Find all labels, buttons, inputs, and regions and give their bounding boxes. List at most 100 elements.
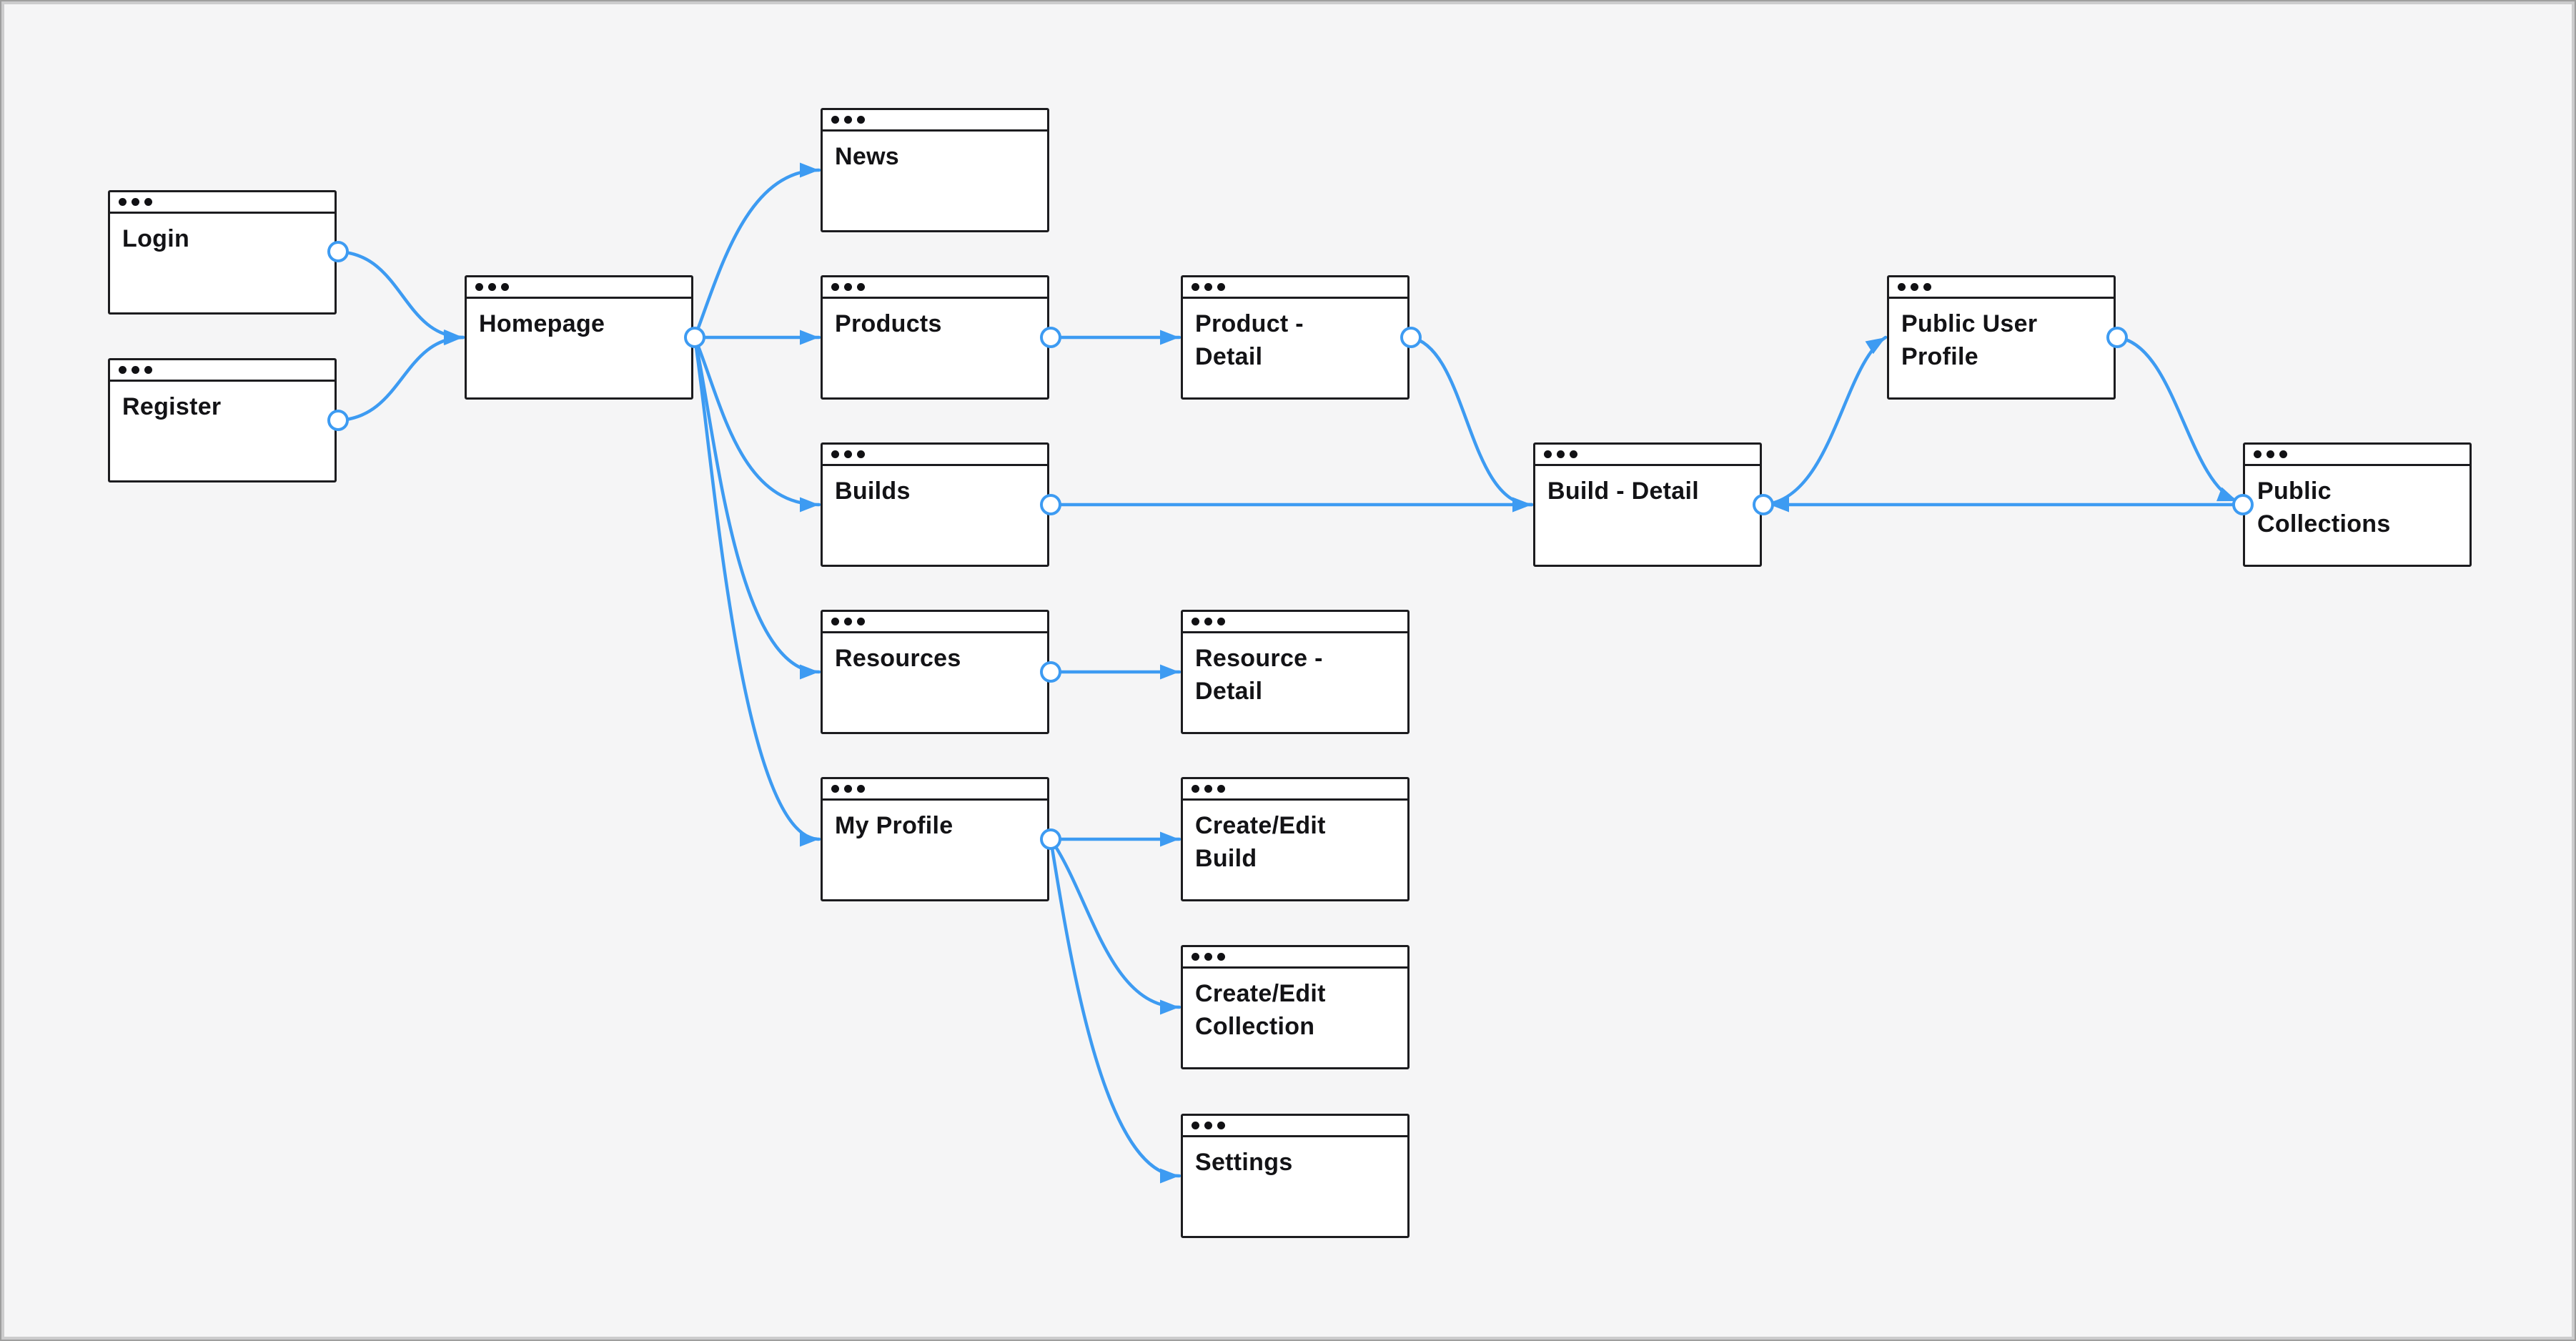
window-label-homepage: Homepage [479, 310, 605, 337]
titlebar-dot-icon [1557, 450, 1565, 458]
window-label-public-collections: Public Collections [2257, 477, 2391, 538]
window-titlebar [823, 277, 1047, 299]
titlebar-dot-icon [831, 283, 839, 291]
titlebar-dot-icon [1217, 618, 1225, 625]
window-label-products: Products [835, 310, 942, 337]
window-node-public-user-profile[interactable]: Public User Profile [1887, 275, 2116, 400]
titlebar-dot-icon [119, 198, 127, 206]
edge-register-homepage[interactable] [336, 335, 465, 422]
window-label-news: News [835, 143, 900, 170]
titlebar-dot-icon [132, 198, 139, 206]
arrowhead-resources-resourcedetail [1160, 664, 1179, 680]
titlebar-dot-icon [844, 618, 852, 625]
titlebar-dot-icon [1898, 283, 1906, 291]
window-label-build-detail: Build - Detail [1547, 477, 1699, 505]
window-titlebar [1889, 277, 2114, 299]
window-titlebar [110, 192, 335, 214]
titlebar-dot-icon [1204, 953, 1212, 961]
window-node-product-detail[interactable]: Product - Detail [1181, 275, 1410, 400]
window-node-create-edit-build[interactable]: Create/Edit Build [1181, 777, 1410, 901]
titlebar-dot-icon [831, 785, 839, 793]
titlebar-dot-icon [1204, 1122, 1212, 1129]
window-node-products[interactable]: Products [821, 275, 1049, 400]
connector-port-public-collections[interactable] [2232, 494, 2254, 515]
titlebar-dot-icon [1204, 785, 1212, 793]
titlebar-dot-icon [844, 450, 852, 458]
window-node-login[interactable]: Login [108, 190, 337, 315]
connector-port-my-profile[interactable] [1040, 828, 1061, 850]
titlebar-dot-icon [857, 618, 865, 625]
edge-productdetail-builddetail[interactable] [1409, 335, 1534, 507]
edge-homepage-builds[interactable] [693, 335, 821, 507]
titlebar-dot-icon [844, 116, 852, 124]
connector-port-build-detail[interactable] [1753, 494, 1774, 515]
window-label-login: Login [122, 225, 190, 252]
window-titlebar [823, 445, 1047, 466]
window-node-create-edit-collection[interactable]: Create/Edit Collection [1181, 945, 1410, 1069]
connector-port-public-user-profile[interactable] [2106, 327, 2128, 348]
window-titlebar [2245, 445, 2470, 466]
titlebar-dot-icon [831, 116, 839, 124]
arrowhead-myprofile-cebuild [1160, 831, 1179, 847]
connector-port-product-detail[interactable] [1400, 327, 1422, 348]
window-titlebar [1183, 277, 1407, 299]
window-node-register[interactable]: Register [108, 358, 337, 483]
window-node-my-profile[interactable]: My Profile [821, 777, 1049, 901]
window-node-build-detail[interactable]: Build - Detail [1533, 442, 1762, 567]
window-label-public-user-profile: Public User Profile [1901, 310, 2038, 370]
edge-homepage-myprofile[interactable] [693, 335, 821, 841]
titlebar-dot-icon [2254, 450, 2262, 458]
window-label-register: Register [122, 393, 222, 420]
titlebar-dot-icon [1217, 785, 1225, 793]
edge-pup-publiccollections[interactable] [2115, 335, 2239, 503]
titlebar-dot-icon [831, 618, 839, 625]
titlebar-dot-icon [501, 283, 509, 291]
window-titlebar [823, 110, 1047, 132]
arrowhead-myprofile-settings [1160, 1168, 1179, 1184]
window-node-resource-detail[interactable]: Resource - Detail [1181, 610, 1410, 734]
titlebar-dot-icon [844, 283, 852, 291]
edge-homepage-resources[interactable] [693, 335, 821, 674]
window-node-builds[interactable]: Builds [821, 442, 1049, 567]
titlebar-dot-icon [1570, 450, 1577, 458]
window-label-resource-detail: Resource - Detail [1195, 645, 1323, 705]
titlebar-dot-icon [1192, 618, 1199, 625]
titlebar-dot-icon [1544, 450, 1552, 458]
titlebar-dot-icon [488, 283, 496, 291]
arrowhead-products-productdetail [1160, 330, 1179, 345]
titlebar-dot-icon [144, 366, 152, 374]
window-node-public-collections[interactable]: Public Collections [2243, 442, 2472, 567]
edge-builddetail-pup[interactable] [1761, 335, 1888, 507]
connector-port-products[interactable] [1040, 327, 1061, 348]
window-titlebar [1183, 612, 1407, 633]
window-node-resources[interactable]: Resources [821, 610, 1049, 734]
titlebar-dot-icon [1192, 283, 1199, 291]
arrowhead-builds-builddetail [1512, 497, 1532, 513]
connector-port-register[interactable] [327, 410, 349, 431]
connector-port-login[interactable] [327, 241, 349, 262]
titlebar-dot-icon [831, 450, 839, 458]
titlebar-dot-icon [2279, 450, 2287, 458]
window-node-settings[interactable]: Settings [1181, 1114, 1410, 1238]
window-node-news[interactable]: News [821, 108, 1049, 232]
edge-myprofile-cecollection[interactable] [1049, 837, 1182, 1009]
edge-homepage-news[interactable] [693, 168, 821, 340]
titlebar-dot-icon [857, 116, 865, 124]
window-label-create-edit-collection: Create/Edit Collection [1195, 980, 1326, 1040]
edge-login-homepage[interactable] [336, 249, 465, 340]
titlebar-dot-icon [1192, 1122, 1199, 1129]
connector-port-builds[interactable] [1040, 494, 1061, 515]
titlebar-dot-icon [1204, 618, 1212, 625]
titlebar-dot-icon [844, 785, 852, 793]
connector-port-resources[interactable] [1040, 661, 1061, 683]
connector-port-homepage[interactable] [684, 327, 705, 348]
window-label-resources: Resources [835, 645, 961, 672]
titlebar-dot-icon [1192, 953, 1199, 961]
titlebar-dot-icon [857, 283, 865, 291]
window-label-product-detail: Product - Detail [1195, 310, 1304, 370]
titlebar-dot-icon [1217, 283, 1225, 291]
window-titlebar [1535, 445, 1760, 466]
edge-myprofile-settings[interactable] [1049, 837, 1182, 1178]
arrowhead-homepage-builds [800, 497, 819, 513]
